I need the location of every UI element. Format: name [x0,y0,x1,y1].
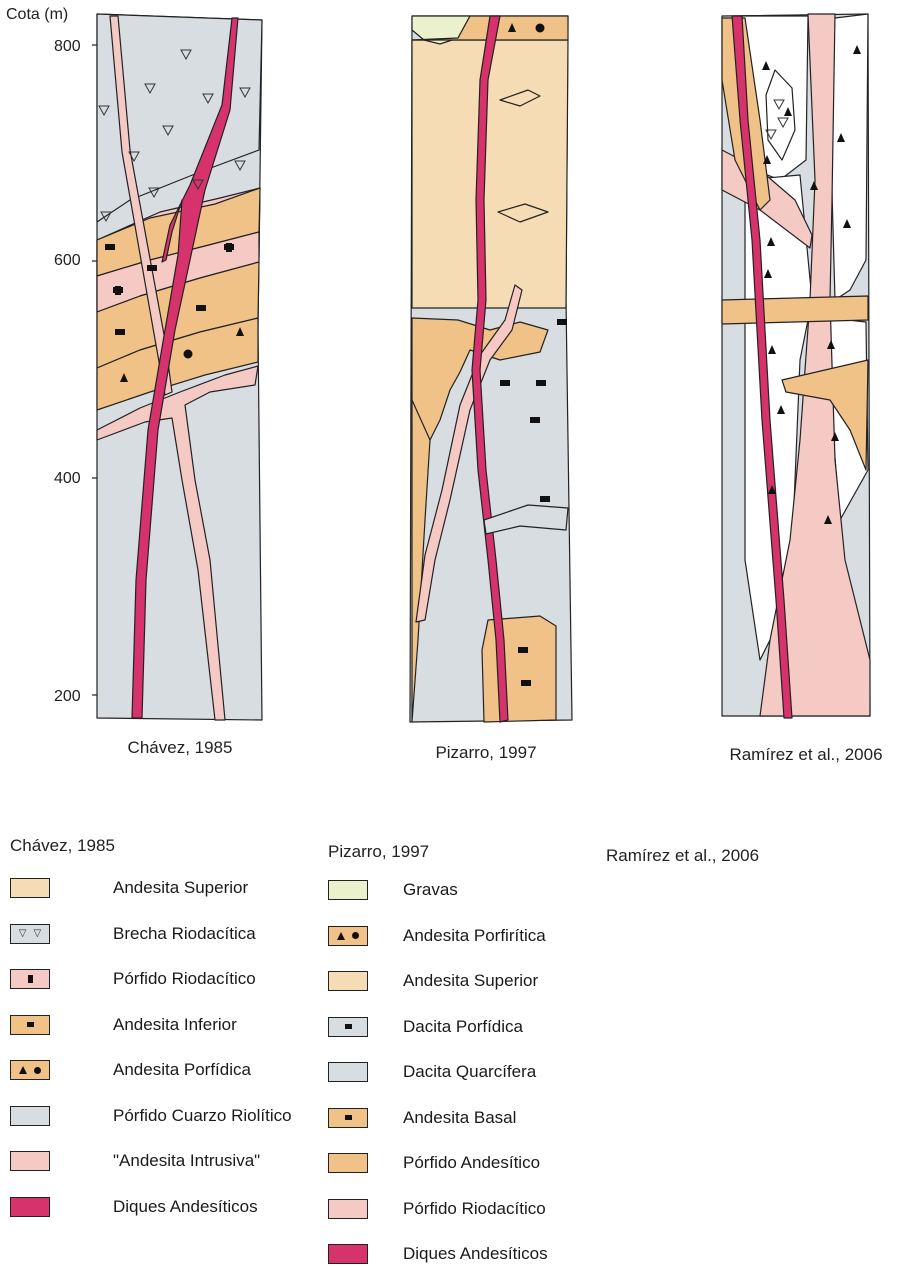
legend-ramirez-2006: Ramírez et al., 2006 Domo Riolítico▽▽BMH… [606,846,911,876]
legend-swatch [328,1199,368,1219]
legend-label: Andesita Inferior [113,1015,237,1035]
legend-item: Andesita Superior [10,876,50,900]
legend-marker [19,1066,27,1074]
legend-label: Brecha Riodacítica [113,924,256,944]
columns-svg [0,0,911,760]
legend-item: "Andesita Intrusiva" [10,1149,50,1173]
legend-label: Andesita Superior [403,971,538,991]
unit-stocks-dioriticos-sill [722,296,868,324]
legend-item: Diques Andesíticos [10,1195,50,1219]
legend-title: Pizarro, 1997 [328,842,598,862]
legend-label: Gravas [403,880,458,900]
lithology-marker [147,265,157,271]
legend-item: Andesita Inferior [10,1013,50,1037]
legend-marker [27,1022,34,1027]
legend-swatch [10,878,50,898]
lithology-marker [530,417,540,423]
lithology-marker [196,305,206,311]
column-pizarro-1997 [410,16,572,722]
legend-marker [345,1115,352,1120]
legend-item: Andesita Porfídica [10,1058,50,1082]
legend-swatch [10,1197,50,1217]
legend-marker [345,1024,352,1029]
legend-pizarro-1997: Pizarro, 1997 GravasAndesita Porfirítica… [328,842,598,872]
lithology-marker [184,350,193,359]
legend-chavez-1985: Chávez, 1985 Andesita Superior▽▽Brecha R… [10,836,310,866]
legend-swatch [328,1062,368,1082]
legend-item: Pórfido Andesítico [328,1151,368,1175]
column-chavez-1985 [97,14,262,720]
lithology-marker [115,329,125,335]
legend-marker: ▽ [34,929,42,939]
lithology-marker [536,380,546,386]
lithology-marker [115,286,121,295]
lithology-marker [536,24,545,33]
legend-item: Andesita Superior [328,969,368,993]
stratigraphic-columns-figure: Cota (m) 800 600 400 200 [0,0,911,760]
legend-marker: ▽ [19,929,27,939]
legend-label: Dacita Quarcífera [403,1062,536,1082]
column-caption-pizarro: Pizarro, 1997 [366,743,606,763]
lithology-marker [540,496,550,502]
legend-item: Pórfido Cuarzo Riolítico [10,1104,50,1128]
legend-label: Andesita Basal [403,1108,516,1128]
column-caption-chavez: Chávez, 1985 [60,738,300,758]
legend-swatch [10,1060,50,1080]
legend-title: Chávez, 1985 [10,836,310,856]
legend-marker [352,932,359,939]
legend-label: Andesita Porfídica [113,1060,251,1080]
legend-swatch [328,926,368,946]
lithology-marker [500,380,510,386]
legend-item: Dacita Porfídica [328,1015,368,1039]
legend-label: Andesita Porfirítica [403,926,546,946]
legend-swatch [10,969,50,989]
legend-swatch [328,1108,368,1128]
legend-label: Pórfido Riodacítico [113,969,256,989]
legend-swatch: ▽▽ [10,924,50,944]
legend-item: Gravas [328,878,368,902]
column-ramirez-2006 [722,14,870,718]
legend-label: "Andesita Intrusiva" [113,1151,260,1171]
lithology-marker [557,319,567,325]
legend-label: Andesita Superior [113,878,248,898]
legend-label: Dacita Porfídica [403,1017,523,1037]
legend-title: Ramírez et al., 2006 [606,846,911,866]
unit-andesita-basal [482,616,556,722]
unit-bmh-dioritica-right [830,14,868,300]
legend-label: Diques Andesíticos [403,1244,548,1264]
legend-item: Andesita Porfirítica [328,924,368,948]
unit-andesita-superior [412,40,568,308]
legend-item: Andesita Basal [328,1106,368,1130]
legend-label: Pórfido Andesítico [403,1153,540,1173]
legend-swatch [328,880,368,900]
legend-item: Pórfido Riodacítico [328,1197,368,1221]
legend-swatch [328,1153,368,1173]
legend-swatch [10,1015,50,1035]
legend-item: Dacita Quarcífera [328,1060,368,1084]
legend-swatch [10,1106,50,1126]
legend-swatch [328,1017,368,1037]
legend-marker [34,1067,41,1074]
legend-swatch [10,1151,50,1171]
legend-label: Pórfido Cuarzo Riolítico [113,1106,292,1126]
legend-label: Diques Andesíticos [113,1197,258,1217]
lithology-marker [226,243,232,252]
column-caption-ramirez: Ramírez et al., 2006 [686,745,911,765]
lithology-marker [518,647,528,653]
legend-item: Pórfido Riodacítico [10,967,50,991]
legend-item: ▽▽Brecha Riodacítica [10,922,50,946]
legend-marker [337,932,345,940]
lithology-marker [521,680,531,686]
legend-swatch [328,1244,368,1264]
lithology-marker [105,244,115,250]
legend-label: Pórfido Riodacítico [403,1199,546,1219]
legend-marker [28,975,33,983]
legend-swatch [328,971,368,991]
legend-item: Diques Andesíticos [328,1242,368,1266]
